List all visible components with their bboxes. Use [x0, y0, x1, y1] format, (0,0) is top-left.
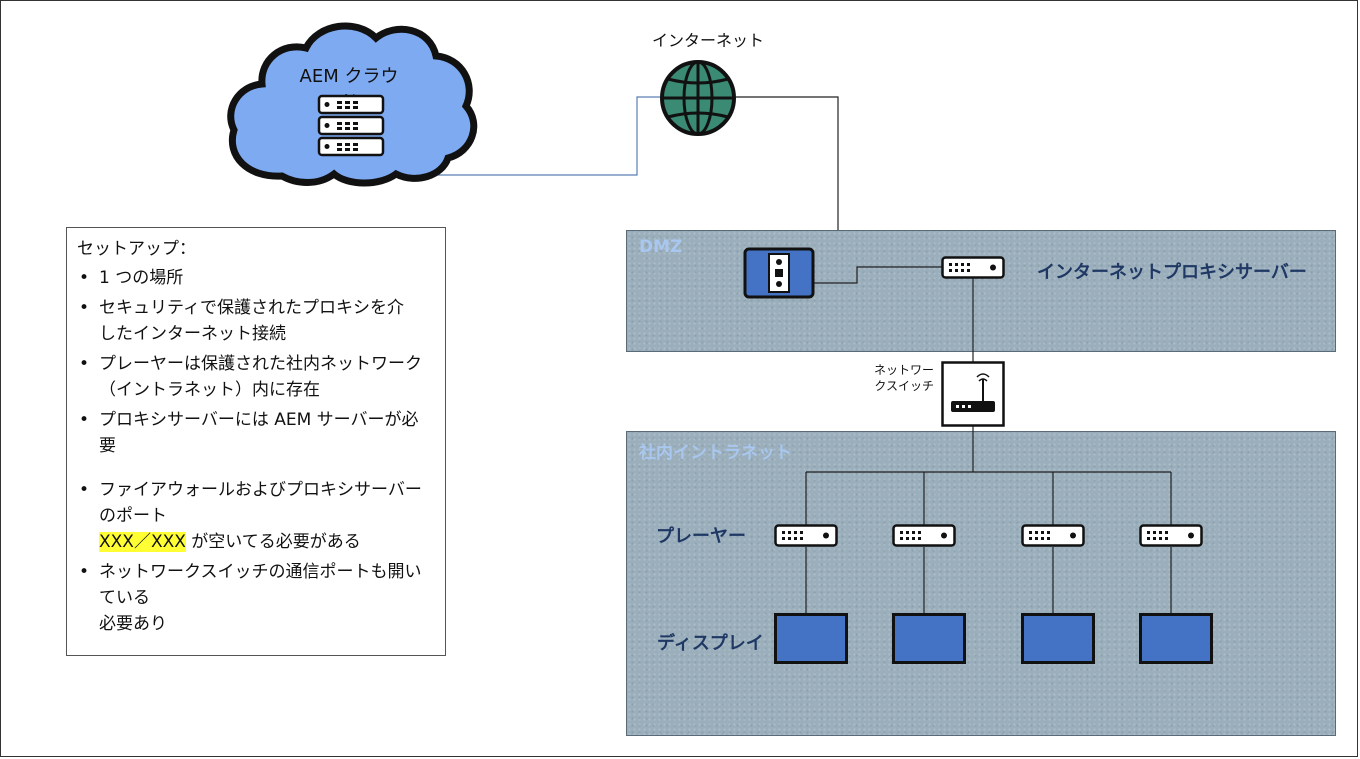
- players-label: プレーヤー: [656, 526, 746, 547]
- list-item-line: 必要あり: [99, 614, 167, 634]
- intranet-zone: 社内イントラネット: [626, 431, 1336, 736]
- player-device-icon: [1139, 524, 1203, 547]
- port-highlight: XXX／XXX: [99, 532, 186, 552]
- list-item-line: ファイアウォールおよびプロキシサーバーのポート: [99, 480, 422, 526]
- network-switch-icon: [941, 361, 1005, 427]
- list-item-text: が空いてる必要がある: [185, 532, 361, 552]
- firewall-icon: [743, 247, 815, 299]
- player-device-icon: [774, 524, 838, 547]
- globe-icon: [660, 60, 736, 136]
- list-item-line: プレーヤーは保護された社内ネットワーク: [99, 354, 422, 374]
- display-icon: [892, 613, 966, 664]
- switch-label-line1: ネットワー: [873, 363, 934, 377]
- internet-label: インターネット: [652, 31, 765, 50]
- list-item-line: 1 つの場所: [99, 268, 184, 288]
- switch-label-line2: クスイッチ: [874, 379, 934, 393]
- list-item-line: （イントラネット）内に存在: [99, 380, 320, 400]
- server-stack-icon: [317, 94, 385, 157]
- list-item: ファイアウォールおよびプロキシサーバーのポート XXX／XXX が空いてる必要が…: [77, 477, 435, 555]
- list-item: プロキシサーバーには AEM サーバーが必要: [77, 407, 435, 459]
- intranet-label: 社内イントラネット: [639, 443, 792, 463]
- list-item: ネットワークスイッチの通信ポートも開いている 必要あり: [77, 559, 435, 637]
- player-device-icon: [892, 524, 956, 547]
- switch-label: ネットワー クスイッチ: [858, 362, 934, 394]
- proxy-server-icon: [941, 256, 1005, 279]
- proxy-label: インターネットプロキシサーバー: [1037, 262, 1307, 283]
- display-icon: [774, 613, 848, 664]
- list-item-line: ネットワークスイッチの通信ポートも開いている: [99, 562, 422, 608]
- setup-title: セットアップ：: [77, 239, 196, 259]
- setup-notes: セットアップ： 1 つの場所 セキュリティで保護されたプロキシを介 したインター…: [66, 227, 446, 656]
- list-item-line: XXX／XXX が空いてる必要がある: [99, 529, 435, 555]
- list-item-line: したインターネット接続: [99, 324, 286, 344]
- list-item-line: プロキシサーバーには AEM サーバーが必要: [99, 410, 419, 456]
- display-icon: [1021, 613, 1095, 664]
- list-item: プレーヤーは保護された社内ネットワーク （イントラネット）内に存在: [77, 351, 435, 403]
- setup-list: 1 つの場所 セキュリティで保護されたプロキシを介 したインターネット接続 プレ…: [77, 265, 435, 637]
- display-icon: [1139, 613, 1213, 664]
- player-device-icon: [1021, 524, 1085, 547]
- cloud-internet-link: [378, 96, 660, 176]
- list-item: 1 つの場所: [77, 265, 435, 291]
- dmz-label: DMZ: [639, 237, 683, 257]
- list-item-line: セキュリティで保護されたプロキシを介: [99, 298, 404, 318]
- list-item: セキュリティで保護されたプロキシを介 したインターネット接続: [77, 295, 435, 347]
- displays-label: ディスプレイ: [657, 633, 764, 654]
